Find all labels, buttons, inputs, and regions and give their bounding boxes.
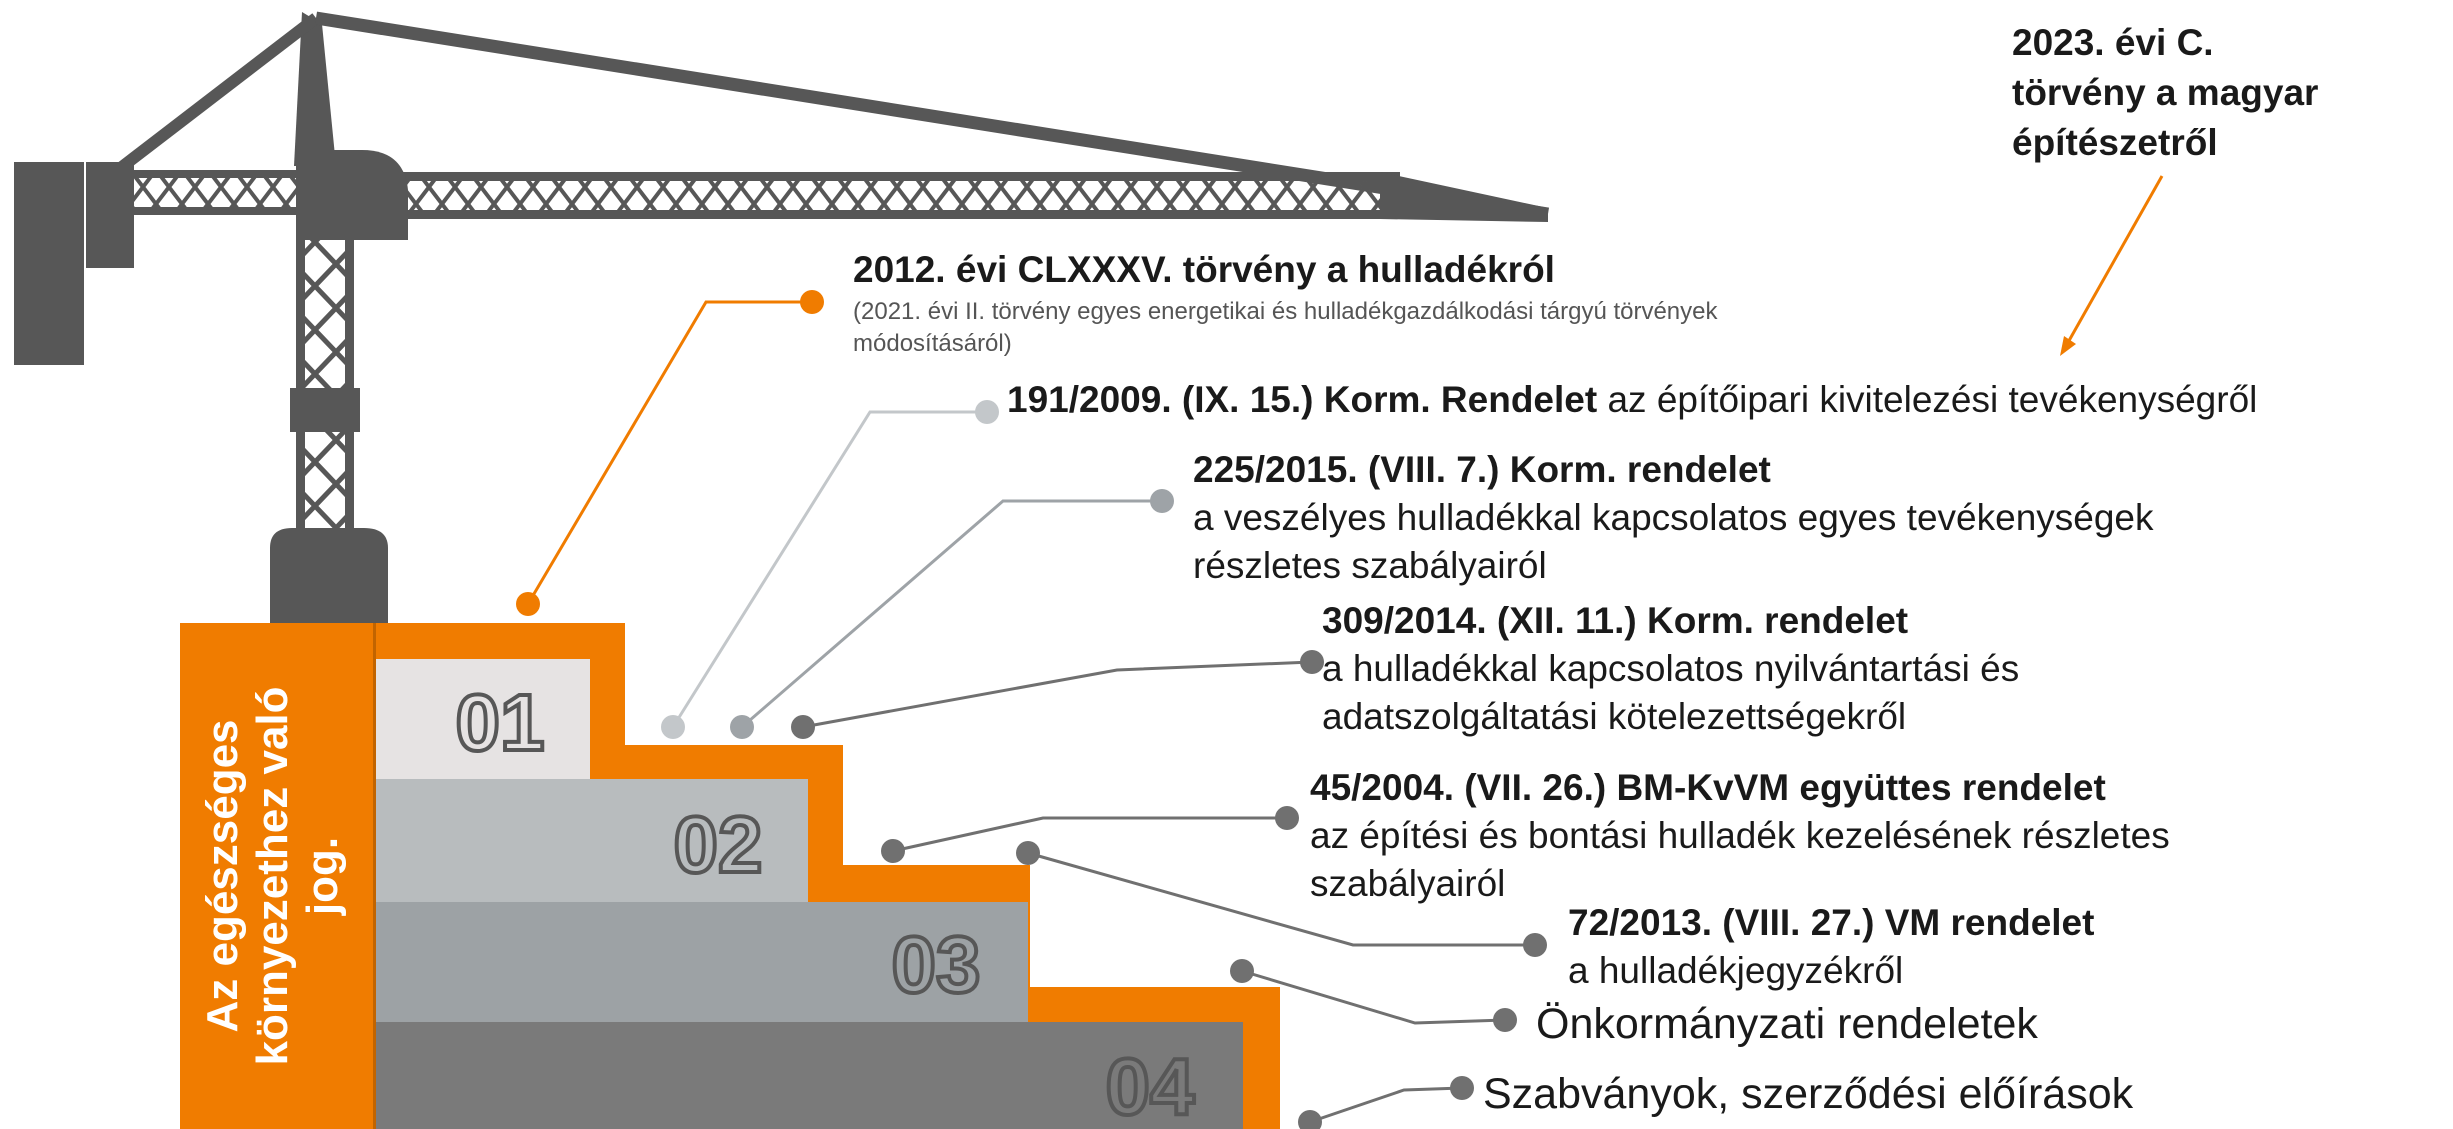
crane-base (270, 528, 388, 632)
dot-construction-start (661, 715, 685, 739)
mast-right-rail (345, 166, 354, 538)
standards-contract-requirements: Szabványok, szerződési előírások (1483, 1070, 2134, 1118)
municipal-decrees: Önkormányzati rendeletek (1536, 1000, 2038, 1048)
step-01-number: 01 (456, 678, 545, 767)
dot-records-start (791, 715, 815, 739)
dot-waste-law-end (800, 290, 824, 314)
law-2023-line-2: törvény a magyar (2012, 72, 2319, 113)
decree-72-line-2: a hulladékjegyzékről (1568, 950, 1904, 991)
law-2023-line-1: 2023. évi C. (2012, 22, 2214, 63)
step-03-number: 03 (892, 920, 981, 1009)
law-2012-note-1: (2021. évi II. törvény egyes energetikai… (853, 298, 1718, 325)
mast-lattice-lower (305, 432, 345, 538)
mast-section-ring (290, 388, 360, 432)
jib-lattice (400, 181, 1380, 210)
decree-225-title: 225/2015. (VIII. 7.) Korm. rendelet (1193, 449, 1771, 490)
counter-jib-bottom (132, 207, 307, 215)
decree-309-line-2: a hulladékkal kapcsolatos nyilvántartási… (1322, 648, 2020, 689)
dot-catalogue-end (1523, 933, 1547, 957)
crane-apex (294, 12, 336, 166)
connector-waste-law (526, 300, 812, 605)
jib-tip (1380, 172, 1548, 222)
counterweight-large (14, 162, 84, 365)
staircase: 01 02 03 04 Az egészséges környezethez v… (180, 623, 1280, 1129)
jib-top-chord (400, 172, 1400, 181)
arrow-top-law (2064, 175, 2164, 347)
mast-left-rail (296, 166, 305, 538)
decree-191-2009: 191/2009. (IX. 15.) Korm. Rendelet az ép… (1007, 376, 2257, 424)
step-04-block (376, 1022, 1243, 1129)
dot-waste-law-start (516, 592, 540, 616)
connector-construction (671, 410, 987, 728)
foundation-line-2: környezethez való (248, 686, 297, 1065)
step-01-block (376, 659, 590, 779)
mast-lattice (305, 240, 345, 388)
foundation-label: Az egészséges környezethez való jog. (198, 686, 347, 1065)
dot-hazardous-start (730, 715, 754, 739)
decree-225-line-3: részletes szabályairól (1193, 545, 1547, 586)
connector-hazardous (741, 499, 1162, 729)
dot-standards-end (1450, 1076, 1474, 1100)
foundation-line-3: jog. (298, 837, 347, 916)
decree-309-line-3: adatszolgáltatási kötelezettségekről (1322, 696, 1907, 737)
dot-hazardous-end (1150, 489, 1174, 513)
dot-demolition-end (1275, 806, 1299, 830)
dot-records-end (1300, 650, 1324, 674)
decree-309-2014: 309/2014. (XII. 11.) Korm. rendelet a hu… (1322, 597, 2019, 741)
decree-191-subject: az építőipari kivitelezési tevékenységrő… (1597, 379, 2258, 420)
decree-309-title: 309/2014. (XII. 11.) Korm. rendelet (1322, 600, 1909, 641)
connector-standards (1309, 1086, 1463, 1124)
dot-municipal-end (1493, 1008, 1517, 1032)
law-2023-architecture: 2023. évi C. törvény a magyar építészetr… (2012, 18, 2318, 168)
law-2012-waste: 2012. évi CLXXXV. törvény a hulladékról … (853, 246, 1718, 360)
dot-standards-start (1298, 1110, 1322, 1129)
decree-45-line-2: az építési és bontási hulladék kezelésén… (1310, 815, 2170, 856)
foundation-line-1: Az egészséges (198, 719, 247, 1032)
decree-72-2013: 72/2013. (VIII. 27.) VM rendelet a hulla… (1568, 899, 2094, 995)
tower-crane-illustration (14, 11, 1550, 632)
decree-225-line-2: a veszélyes hulladékkal kapcsolatos egye… (1193, 497, 2154, 538)
step-03-block (376, 902, 1028, 1022)
counter-jib-top (132, 170, 307, 178)
step-02-number: 02 (674, 800, 763, 889)
connector-municipal (1241, 969, 1506, 1025)
connector-lines (516, 175, 2164, 1129)
foundation-separator (373, 623, 376, 1129)
connector-catalogue (1027, 851, 1535, 947)
law-2023-line-3: építészetről (2012, 122, 2218, 163)
step-04-number: 04 (1106, 1042, 1195, 1129)
decree-45-title: 45/2004. (VII. 26.) BM-KvVM együttes ren… (1310, 767, 2106, 808)
crane-back-tie (114, 13, 320, 175)
counter-jib-lattice (132, 178, 307, 207)
decree-191-title: 191/2009. (IX. 15.) Korm. Rendelet (1007, 379, 1598, 420)
dot-demolition-start (881, 839, 905, 863)
decree-45-line-3: szabályairól (1310, 863, 1506, 904)
jib-bottom-chord (400, 210, 1400, 219)
dot-catalogue-start (1016, 841, 1040, 865)
decree-72-title: 72/2013. (VIII. 27.) VM rendelet (1568, 902, 2095, 943)
decree-225-2015: 225/2015. (VIII. 7.) Korm. rendelet a ve… (1193, 446, 2154, 590)
law-2012-title: 2012. évi CLXXXV. törvény a hulladékról (853, 249, 1555, 290)
connector-records (802, 660, 1313, 729)
arrow-top-law-head (2060, 336, 2076, 356)
dot-municipal-start (1230, 959, 1254, 983)
dot-construction-end (975, 400, 999, 424)
law-2012-note-2: módosításáról) (853, 330, 1012, 357)
decree-45-2004: 45/2004. (VII. 26.) BM-KvVM együttes ren… (1310, 764, 2170, 908)
step-02-block (376, 779, 808, 902)
counterweight-small (86, 162, 134, 268)
connector-demolition (892, 816, 1287, 853)
